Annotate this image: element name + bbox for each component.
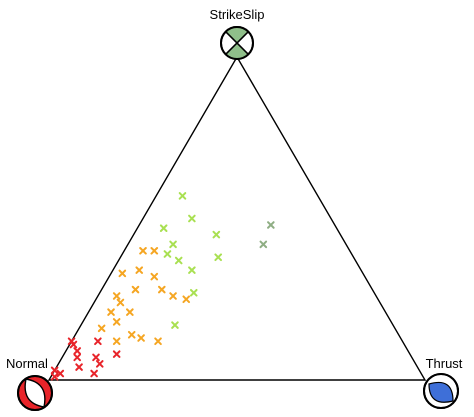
data-point-30 — [171, 321, 179, 329]
data-point-13 — [118, 269, 127, 278]
data-point-27 — [127, 330, 136, 339]
data-point-38 — [56, 369, 65, 378]
strikeslip-beachball-icon — [220, 26, 254, 60]
data-point-17 — [189, 288, 198, 297]
data-point-22 — [116, 298, 125, 307]
data-point-6 — [169, 240, 177, 249]
data-point-12 — [188, 266, 196, 274]
thrust-beachball-icon — [423, 373, 459, 409]
vertex-label-thrust: Thrust — [426, 356, 463, 371]
data-point-1 — [188, 214, 196, 223]
data-point-25 — [112, 318, 121, 326]
data-point-42 — [67, 337, 76, 346]
data-point-4 — [259, 240, 268, 249]
data-point-0 — [178, 192, 187, 200]
data-point-31 — [154, 337, 162, 346]
data-point-44 — [50, 372, 59, 381]
data-point-23 — [107, 308, 115, 316]
data-point-19 — [169, 292, 177, 300]
data-point-35 — [95, 360, 104, 368]
normal-beachball-icon — [17, 375, 53, 411]
data-point-2 — [159, 224, 168, 232]
data-point-29 — [112, 337, 121, 346]
data-point-7 — [150, 247, 159, 255]
data-point-28 — [137, 334, 145, 342]
data-point-20 — [182, 295, 191, 304]
data-point-32 — [94, 337, 102, 346]
data-point-43 — [50, 366, 59, 375]
vertex-label-normal: Normal — [6, 356, 48, 371]
data-point-37 — [75, 363, 83, 371]
data-point-10 — [174, 256, 183, 265]
data-point-8 — [139, 247, 147, 255]
data-point-11 — [214, 253, 222, 262]
data-point-16 — [158, 285, 166, 294]
data-point-39 — [73, 347, 81, 355]
data-point-14 — [135, 266, 144, 274]
data-point-26 — [97, 324, 106, 333]
data-point-34 — [92, 353, 100, 362]
vertex-label-strikeslip: StrikeSlip — [210, 7, 265, 22]
data-point-15 — [150, 272, 159, 281]
data-point-9 — [163, 250, 172, 258]
data-point-41 — [73, 353, 81, 362]
data-point-33 — [112, 350, 121, 358]
data-point-36 — [90, 369, 98, 378]
data-point-3 — [267, 221, 275, 229]
data-points — [50, 192, 275, 381]
ternary-triangle-outline — [47, 55, 427, 381]
data-point-5 — [212, 230, 221, 239]
data-point-24 — [126, 308, 134, 316]
data-point-18 — [131, 285, 140, 294]
data-point-21 — [112, 292, 121, 300]
